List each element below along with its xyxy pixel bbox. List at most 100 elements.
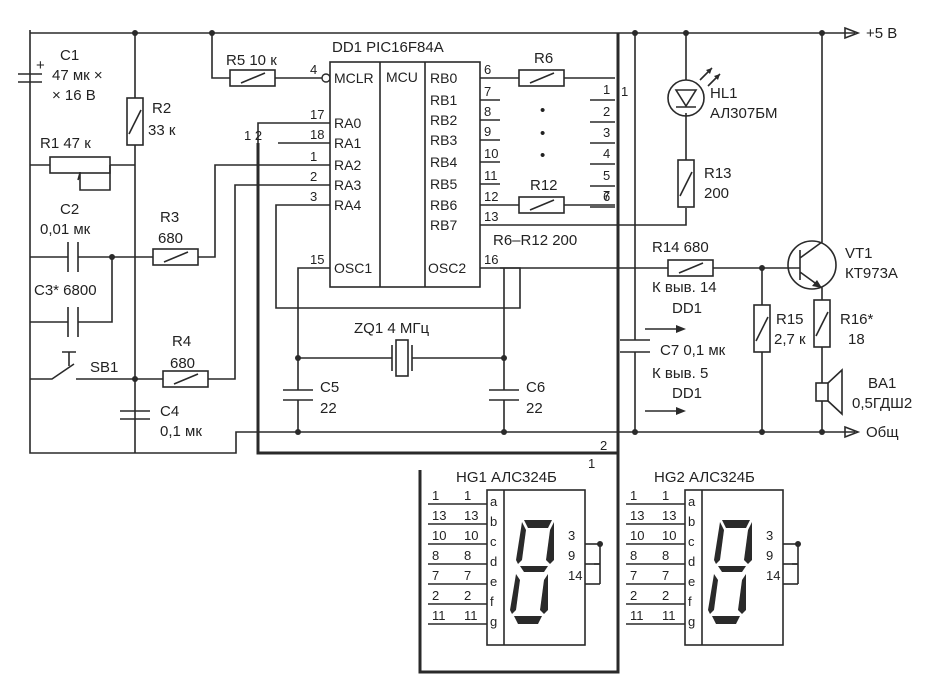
display-left-pin: 13: [432, 508, 446, 523]
mcu-pin-label: RA2: [334, 157, 361, 173]
mcu-pin-number: 1: [310, 149, 317, 164]
display-right-pin: 3: [568, 528, 575, 543]
display-segment-letter: d: [688, 554, 695, 569]
mcu-pin-label: RA4: [334, 197, 361, 213]
svg-text:•: •: [540, 102, 545, 119]
mcu-pin-number: 3: [310, 189, 317, 204]
display-left-pin: 10: [630, 528, 644, 543]
mcu-pin-label: RA0: [334, 115, 361, 131]
display-left-pin: 13: [630, 508, 644, 523]
mcu-pin-label: MCLR: [334, 70, 374, 86]
mcu-pin-label: OSC1: [334, 260, 372, 276]
zq1-label: ZQ1 4 МГц: [354, 320, 429, 337]
sb1-label: SB1: [90, 359, 118, 376]
display-left-pin-num: 1: [662, 488, 669, 503]
resistor-r3: R3 680: [112, 164, 330, 266]
display-right-pin: 9: [568, 548, 575, 563]
c5-label: C5: [320, 379, 339, 396]
capacitor-c5: C5 22: [283, 379, 339, 417]
r3-label: R3: [160, 209, 179, 226]
bus-number: 4: [603, 146, 610, 161]
note-pin14-line1: К выв. 14: [652, 279, 717, 296]
capacitor-c1: + C1 47 мк × × 16 В: [18, 47, 103, 104]
display-left-pin: 7: [630, 568, 637, 583]
display-left-pin-num: 10: [662, 528, 676, 543]
mcu-core-label: MCU: [386, 69, 418, 85]
svg-text:•: •: [540, 147, 545, 164]
resistor-r4: R4 680: [132, 184, 330, 388]
note-pin14-line2: DD1: [672, 300, 702, 317]
display-segment-letter: e: [688, 574, 695, 589]
mcu-pin-label: OSC2: [428, 260, 466, 276]
rb7-line: [480, 208, 687, 226]
r14-label: R14 680: [652, 239, 709, 256]
c7-label: C7 0,1 мк: [660, 342, 726, 359]
r12-label: R12: [530, 177, 558, 194]
mcu-pin-label: RB6: [430, 197, 457, 213]
bus-number: 3: [603, 125, 610, 140]
bus-number: 7: [603, 188, 610, 203]
capacitor-c7: C7 0,1 мк К выв. 14 DD1 К выв. 5 DD1: [620, 30, 726, 435]
r5-label: R5 10 к: [226, 52, 277, 69]
mcu-pin-number: 10: [484, 146, 498, 161]
mcu-pin-number: 8: [484, 104, 491, 119]
display-left-pin: 8: [432, 548, 439, 563]
display-left-pin: 2: [432, 588, 439, 603]
r2-value: 33 к: [148, 122, 176, 139]
display-left-pin-num: 11: [464, 608, 478, 623]
r3-value: 680: [158, 230, 183, 247]
display-left-pin: 7: [432, 568, 439, 583]
display-left-pin: 11: [630, 608, 644, 623]
speaker-ba1: BA1 0,5ГДШ2: [815, 368, 912, 435]
vcc-label: +5 В: [866, 25, 897, 42]
transistor-vt1: VT1 КТ973А: [787, 30, 898, 300]
display-segment-letter: c: [688, 534, 695, 549]
display-right-pin: 3: [766, 528, 773, 543]
display-left-pin-num: 8: [662, 548, 669, 563]
r16-value: 18: [848, 331, 865, 348]
hl1-value: АЛ307БМ: [710, 105, 778, 122]
net-label-1: 1: [588, 456, 595, 471]
c4-label: C4: [160, 403, 179, 420]
display-segment-letter: f: [688, 594, 692, 609]
c2-value: 0,01 мк: [40, 221, 91, 238]
r4-value: 680: [170, 355, 195, 372]
resistor-r13: R13 200: [677, 159, 732, 208]
display-segment-letter: a: [688, 494, 696, 509]
bus-number: 5: [603, 168, 610, 183]
svg-text:+: +: [36, 57, 45, 74]
display-left-pin: 11: [432, 608, 446, 623]
c6-value: 22: [526, 400, 543, 417]
resistor-r14: R14 680: [500, 239, 790, 277]
crystal-zq1: ZQ1 4 МГц: [295, 267, 507, 435]
r6-label: R6: [534, 50, 553, 67]
bus-number: 6: [603, 189, 610, 204]
mcu-pin-label: RB5: [430, 176, 457, 192]
display-left-pin-num: 8: [464, 548, 471, 563]
display-left-pin-num: 11: [662, 608, 676, 623]
display-left-pin-num: 13: [464, 508, 478, 523]
display-left-pin: 10: [432, 528, 446, 543]
r2-label: R2: [152, 100, 171, 117]
display-segment-letter: a: [490, 494, 498, 509]
display-segment-letter: g: [490, 614, 497, 629]
display-right-pin: 9: [766, 548, 773, 563]
capacitor-c6: C6 22: [489, 268, 545, 432]
resistor-bank-label: R6–R12 200: [493, 232, 577, 249]
net-label-2: 2: [600, 438, 607, 453]
resistor-r16: R16* 18: [813, 299, 874, 383]
capacitor-c4: C4 0,1 мк: [120, 403, 202, 440]
display-left-pin: 1: [432, 488, 439, 503]
mcu-pin-label: RA1: [334, 135, 361, 151]
mcu-pin-label: RB7: [430, 217, 457, 233]
mcu-pin-number: 12: [484, 189, 498, 204]
display-left-pin: 1: [630, 488, 637, 503]
display-segment-letter: b: [490, 514, 497, 529]
mcu-pin-number: 15: [310, 252, 324, 267]
display-label: HG1 АЛС324Б: [456, 469, 557, 486]
